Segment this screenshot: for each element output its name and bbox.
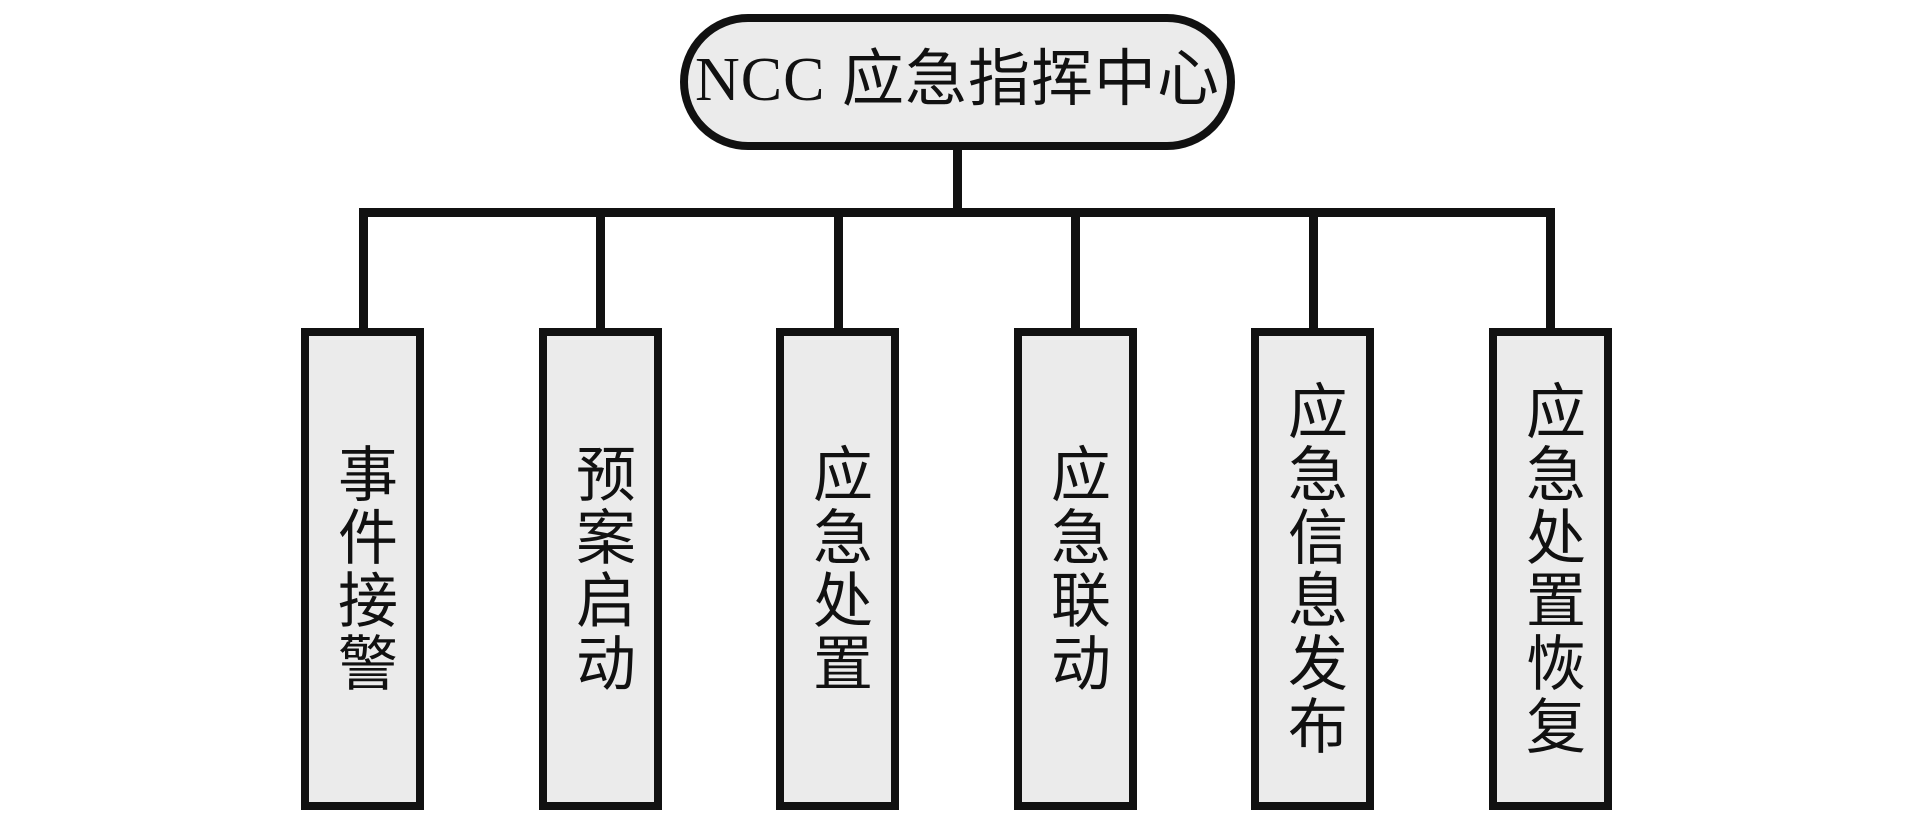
connector-drop-3 [834, 208, 843, 336]
connector-trunk [953, 146, 962, 216]
node-incident-alarm-label: 事件接警 [329, 443, 396, 695]
node-emergency-response: 应急处置 [776, 328, 899, 810]
connector-drop-4 [1071, 208, 1080, 336]
node-emergency-response-label: 应急处置 [804, 443, 871, 695]
node-info-release: 应急信息发布 [1251, 328, 1374, 810]
node-ncc-command-center-label: NCC 应急指挥中心 [695, 46, 1220, 114]
connector-drop-2 [596, 208, 605, 336]
node-info-release-label: 应急信息发布 [1279, 380, 1346, 758]
node-ncc-command-center: NCC 应急指挥中心 [680, 14, 1235, 150]
connector-drop-1 [359, 208, 368, 336]
node-emergency-coordination-label: 应急联动 [1042, 443, 1109, 695]
node-response-recovery: 应急处置恢复 [1489, 328, 1612, 810]
node-plan-activation: 预案启动 [539, 328, 662, 810]
node-plan-activation-label: 预案启动 [567, 443, 634, 695]
connector-rail [359, 208, 1555, 217]
node-response-recovery-label: 应急处置恢复 [1517, 380, 1584, 758]
node-incident-alarm: 事件接警 [301, 328, 424, 810]
connector-drop-5 [1309, 208, 1318, 336]
connector-drop-6 [1546, 208, 1555, 336]
node-emergency-coordination: 应急联动 [1014, 328, 1137, 810]
